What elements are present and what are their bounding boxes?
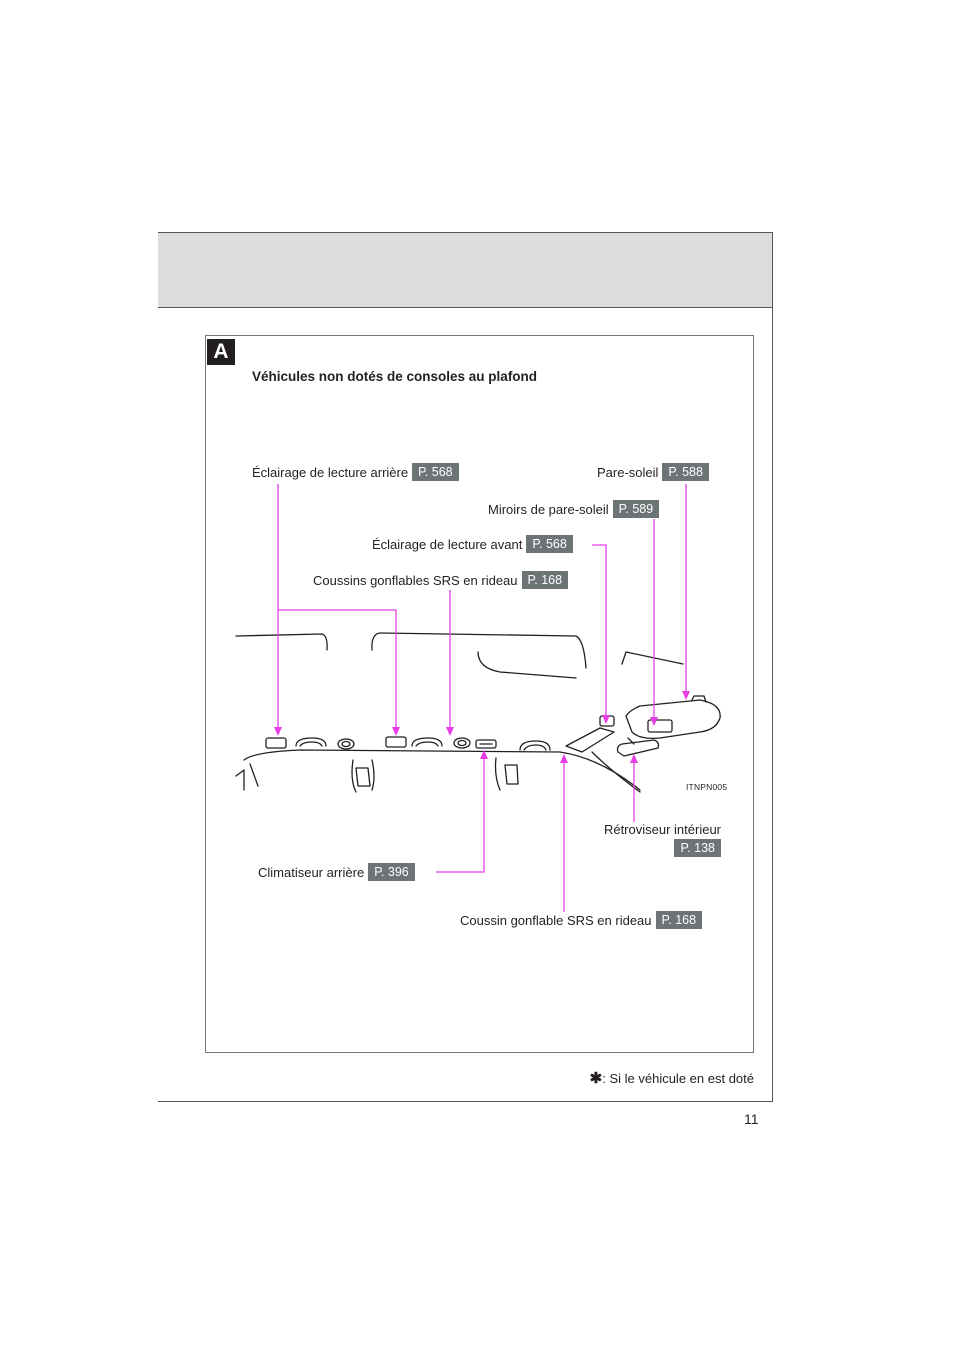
leader-arrowheads bbox=[274, 691, 690, 763]
label-text: Rétroviseur intérieur bbox=[603, 822, 721, 837]
page-ref-badge[interactable]: P. 168 bbox=[521, 571, 569, 589]
label-text: Éclairage de lecture arrière bbox=[252, 464, 409, 480]
label-curtain-airbag: Coussin gonflable SRS en rideau P. 168 bbox=[460, 911, 703, 929]
label-rear-air-conditioner: Climatiseur arrière P. 396 bbox=[258, 863, 415, 881]
label-rear-reading-light: Éclairage de lecture arrière P. 568 bbox=[252, 463, 459, 481]
page-ref-badge[interactable]: P. 396 bbox=[368, 863, 415, 881]
ceiling-line-art bbox=[235, 632, 721, 793]
page-number: 11 bbox=[744, 1111, 759, 1127]
footnote-text: : Si le véhicule en est doté bbox=[602, 1071, 754, 1086]
label-text: Éclairage de lecture avant bbox=[372, 536, 523, 552]
page-ref-badge[interactable]: P. 568 bbox=[412, 463, 459, 481]
label-front-reading-light: Éclairage de lecture avant P. 568 bbox=[372, 535, 573, 553]
page-ref-badge[interactable]: P. 588 bbox=[662, 463, 709, 481]
bottom-rule bbox=[158, 1101, 773, 1102]
illustration-code: ITNPN005 bbox=[686, 782, 728, 792]
label-text: Miroirs de pare-soleil bbox=[488, 501, 609, 517]
page-ref-badge[interactable]: P. 138 bbox=[674, 839, 721, 857]
footnote: ✱: Si le véhicule en est doté bbox=[590, 1069, 754, 1087]
label-text: Climatiseur arrière bbox=[258, 864, 365, 880]
label-text: Pare-soleil bbox=[597, 464, 659, 480]
label-sun-visors: Pare-soleil P. 588 bbox=[597, 463, 709, 481]
label-text: Coussin gonflable SRS en rideau bbox=[460, 912, 652, 928]
page-ref-badge[interactable]: P. 568 bbox=[526, 535, 573, 553]
page-ref-badge[interactable]: P. 168 bbox=[655, 911, 703, 929]
illustration-title: Véhicules non dotés de consoles au plafo… bbox=[252, 369, 538, 384]
illustration-frame bbox=[205, 335, 754, 1053]
section-badge: A bbox=[207, 339, 235, 365]
page-ref-badge[interactable]: P. 589 bbox=[612, 500, 660, 518]
header-band bbox=[158, 232, 773, 308]
right-margin-rule bbox=[772, 232, 773, 1102]
label-rear-view-mirror: Rétroviseur intérieur P. 138 bbox=[597, 822, 721, 860]
leader-lines bbox=[277, 484, 687, 912]
asterisk-icon: ✱ bbox=[589, 1070, 603, 1087]
label-text: Coussins gonflables SRS en rideau bbox=[313, 572, 518, 588]
label-vanity-mirrors: Miroirs de pare-soleil P. 589 bbox=[488, 500, 660, 518]
label-curtain-airbags: Coussins gonflables SRS en rideau P. 168 bbox=[313, 571, 569, 589]
